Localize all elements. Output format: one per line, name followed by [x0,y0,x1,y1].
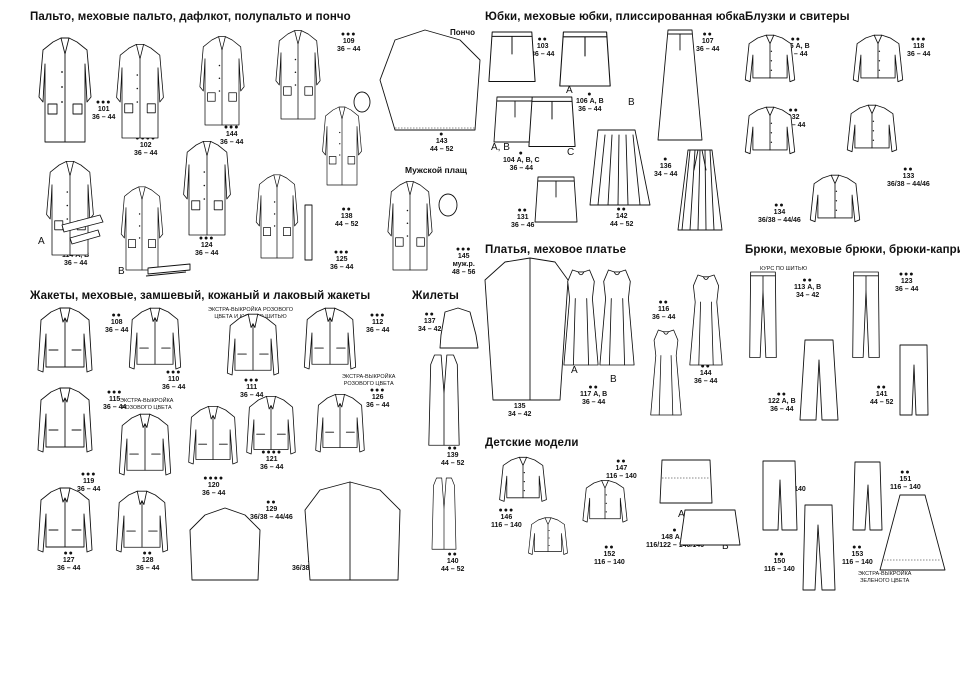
drawing-poncho [379,29,481,131]
note-extra-2: ЭКСТРА-ВЫКРОЙКА РОЗОВОГО ЦВЕТА [342,374,396,387]
heading-coats: Пальто, меховые пальто, дафлкот, полупал… [30,11,351,23]
variant-letter: A [566,85,573,96]
drawing-coat-102 [116,43,164,139]
variant-letter: A [678,509,685,520]
variant-letter: B [118,266,125,277]
note-extra-3: ЭКСТРА-ВЫКРОЙКА РОЗОВОГО ЦВЕТА [120,398,174,411]
variant-letter: B [722,541,729,552]
variant-letter: B [628,97,635,108]
drawing-coat-101 [38,37,92,143]
heading-kids: Детские модели [485,437,579,449]
variant-letter: A [38,236,45,247]
heading-jackets: Жакеты, меховые, замшевый, кожаный и лак… [30,290,371,302]
variant-letter: A, B [491,142,510,153]
heading-skirts: Юбки, меховые юбки, плиссированная юбка [485,11,746,23]
heading-dresses: Платья, меховое платье [485,244,627,256]
heading-vests: Жилеты [412,290,459,302]
variant-letter: C [567,147,575,158]
variant-letter: B [610,374,617,385]
note-course: КУРС ПО ШИТЬЮ [760,266,808,272]
drawing-coat-109 [275,30,321,120]
note-poncho: Пончо [450,28,475,37]
drawing-coat-144 [199,36,245,126]
note-extra-green: ЭКСТРА-ВЫКРОЙКА ЗЕЛЕНОГО ЦВЕТА [858,571,912,584]
note-mens-coat: Мужской плащ [405,165,467,175]
variant-letter: A [571,365,578,376]
heading-trousers: Брюки, меховые брюки, брюки-капри [745,244,960,256]
heading-blouses: Блузки и свитеры [745,11,850,23]
